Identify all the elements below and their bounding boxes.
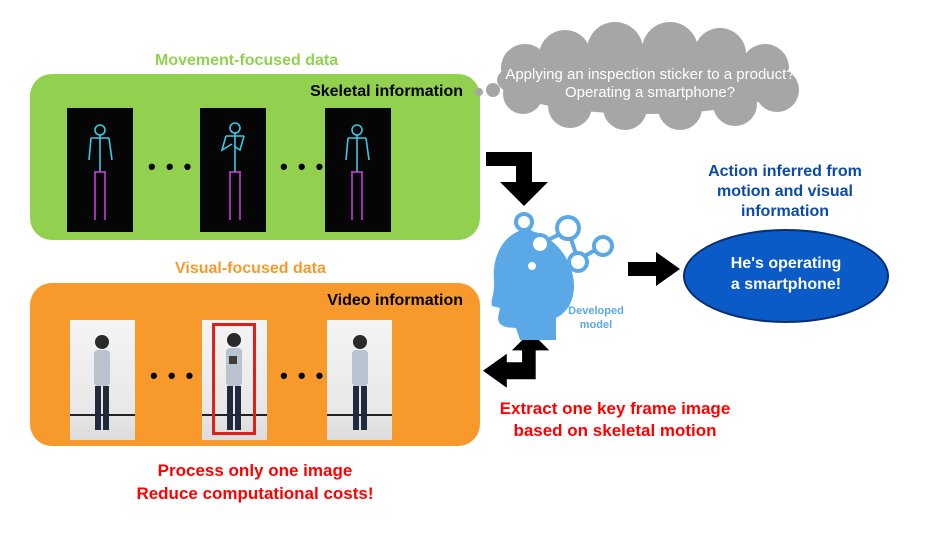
skeleton-frame-2 (200, 108, 266, 232)
person-phone-figure-icon (202, 333, 267, 430)
result-line-2: a smartphone! (730, 276, 842, 293)
skeletal-panel-title: Skeletal information (310, 83, 463, 100)
cloud-line-2: Operating a smartphone? (564, 84, 736, 101)
thought-cloud (475, 22, 799, 130)
inference-title-line-2: motion and visual (716, 183, 853, 200)
key-frame-highlight (212, 323, 256, 435)
result-text: He's operating a smartphone! (683, 253, 889, 295)
skeleton-figure-icon (345, 124, 370, 220)
benefit-text: Process only one image Reduce computatio… (95, 459, 415, 505)
video-panel: Video information • • • • • • (30, 283, 480, 446)
skeleton-frame-1 (67, 108, 133, 232)
ellipsis-dots: • • • (150, 363, 196, 388)
benefit-line-2: Reduce computational costs! (136, 484, 374, 503)
skeleton-figure-icon (88, 124, 113, 220)
cloud-line-1: Applying an inspection sticker to a prod… (505, 66, 795, 83)
video-frame-3 (327, 320, 392, 440)
result-line-1: He's operating (730, 255, 842, 272)
keyframe-line-2: based on skeletal motion (513, 421, 717, 440)
arrow-down-right-icon (486, 152, 548, 206)
cloud-text: Applying an inspection sticker to a prod… (490, 66, 810, 102)
ellipsis-dots: • • • (148, 154, 194, 179)
arrow-up-left-icon (483, 331, 550, 388)
ellipsis-dots: • • • (280, 154, 326, 179)
person-figure-icon (70, 335, 135, 430)
model-label-line-2: model (579, 319, 613, 331)
inference-title-line-3: information (741, 203, 829, 220)
visual-heading: Visual-focused data (175, 260, 326, 277)
video-frame-1 (70, 320, 135, 440)
result-ellipse (683, 229, 889, 323)
keyframe-line-1: Extract one key frame image (499, 399, 731, 418)
skeletal-panel: Skeletal information • • • • • • (30, 74, 480, 240)
ellipsis-dots: • • • (280, 363, 326, 388)
person-figure-icon (327, 335, 392, 430)
developed-model-label: Developed model (556, 304, 636, 332)
inference-title: Action inferred from motion and visual i… (680, 162, 890, 222)
benefit-line-1: Process only one image (157, 461, 353, 480)
ai-head-network-icon (491, 212, 614, 340)
inference-title-line-1: Action inferred from (708, 163, 862, 180)
arrow-right-icon (628, 252, 680, 286)
skeleton-frame-3 (325, 108, 391, 232)
video-panel-title: Video information (327, 292, 463, 309)
model-label-line-1: Developed (568, 305, 624, 317)
keyframe-text: Extract one key frame image based on ske… (470, 398, 760, 442)
skeleton-figure-icon (220, 122, 245, 220)
movement-heading: Movement-focused data (155, 52, 339, 69)
